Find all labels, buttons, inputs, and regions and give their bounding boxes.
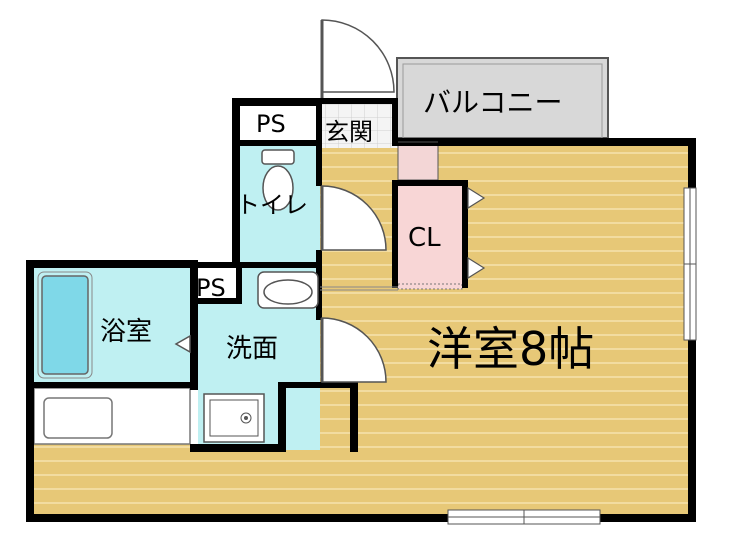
ps-mid-box [198,268,236,298]
closet [397,184,463,290]
ps-top-label: PS [256,110,286,138]
washing-machine-pan [203,393,265,443]
bath-door-marker [174,334,191,354]
entrance-step [397,144,439,181]
kitchen-counter [33,387,191,445]
window-bottom [447,509,601,525]
toilet-fixture [261,149,295,211]
entrance-door [320,19,395,98]
entrance-label: 玄関 [325,118,373,146]
balcony-label: バルコニー [423,86,562,119]
toilet-door [320,185,387,251]
bathtub [41,275,89,375]
washroom-door [320,317,387,383]
bathtub-rim [37,271,93,379]
window-right [683,187,697,341]
main-room-label: 洋室8帖 [427,322,594,376]
ps-top-box [240,106,316,140]
closet-door-marker-bottom [467,256,486,280]
toilet-label: トイレ [236,191,308,219]
washbasin [257,271,319,309]
balcony [396,57,609,139]
ps-mid-label: PS [196,274,226,302]
entrance-floor [322,103,398,148]
closet-door-marker-top [467,186,486,210]
washroom-label: 洗面 [226,334,278,364]
bath-label: 浴室 [100,317,152,347]
closet-label: CL [408,223,441,253]
